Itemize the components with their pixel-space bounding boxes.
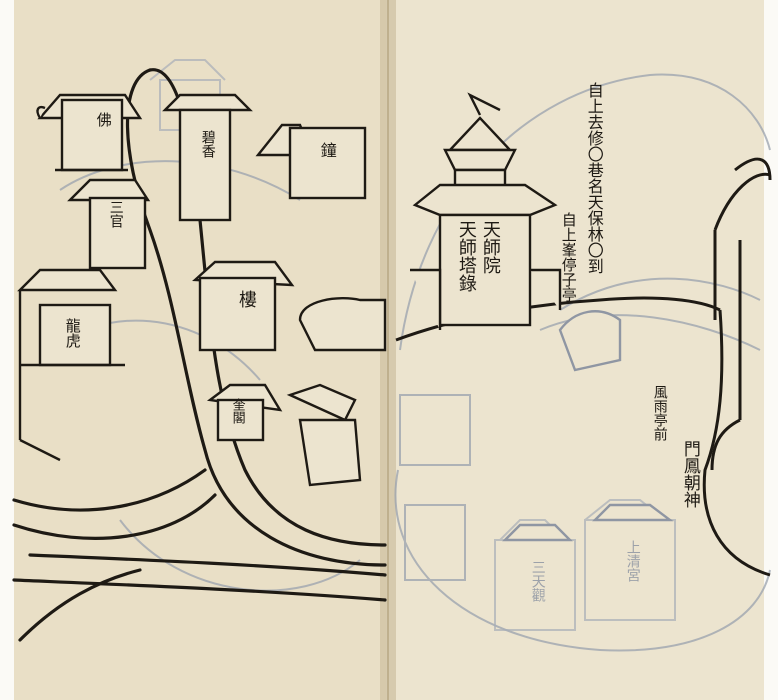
label-tianshi-yuan: 天師院 [479, 220, 501, 274]
label-bottom-shrine-1: 三天觀 [529, 560, 546, 602]
label-hall-1: 佛 [94, 112, 113, 127]
label-shrine-right: 門鳳朝神 [679, 440, 700, 508]
label-tianshi-tower: 天師塔錄 [455, 220, 477, 292]
side-inscription: 自上去修〇巷名天保林〇到 [584, 82, 604, 274]
label-bell-tower: 鐘 [317, 142, 337, 158]
label-hall-5: 奎閣 [229, 398, 245, 424]
label-hall-4: 龍虎 [63, 318, 82, 348]
label-gate-right: 風雨亭前 [651, 385, 668, 441]
temples-left [17, 93, 387, 487]
temples-right [410, 92, 674, 542]
label-bottom-shrine-2: 上清宮 [624, 540, 641, 582]
side-inscription-2: 自上峯停子亭 [559, 212, 578, 302]
bleed-through-lines [39, 73, 771, 652]
label-hall-3: 碧香 [199, 130, 216, 158]
label-hall-2: 三官 [107, 200, 124, 228]
label-tall-tower: 樓 [235, 290, 257, 308]
